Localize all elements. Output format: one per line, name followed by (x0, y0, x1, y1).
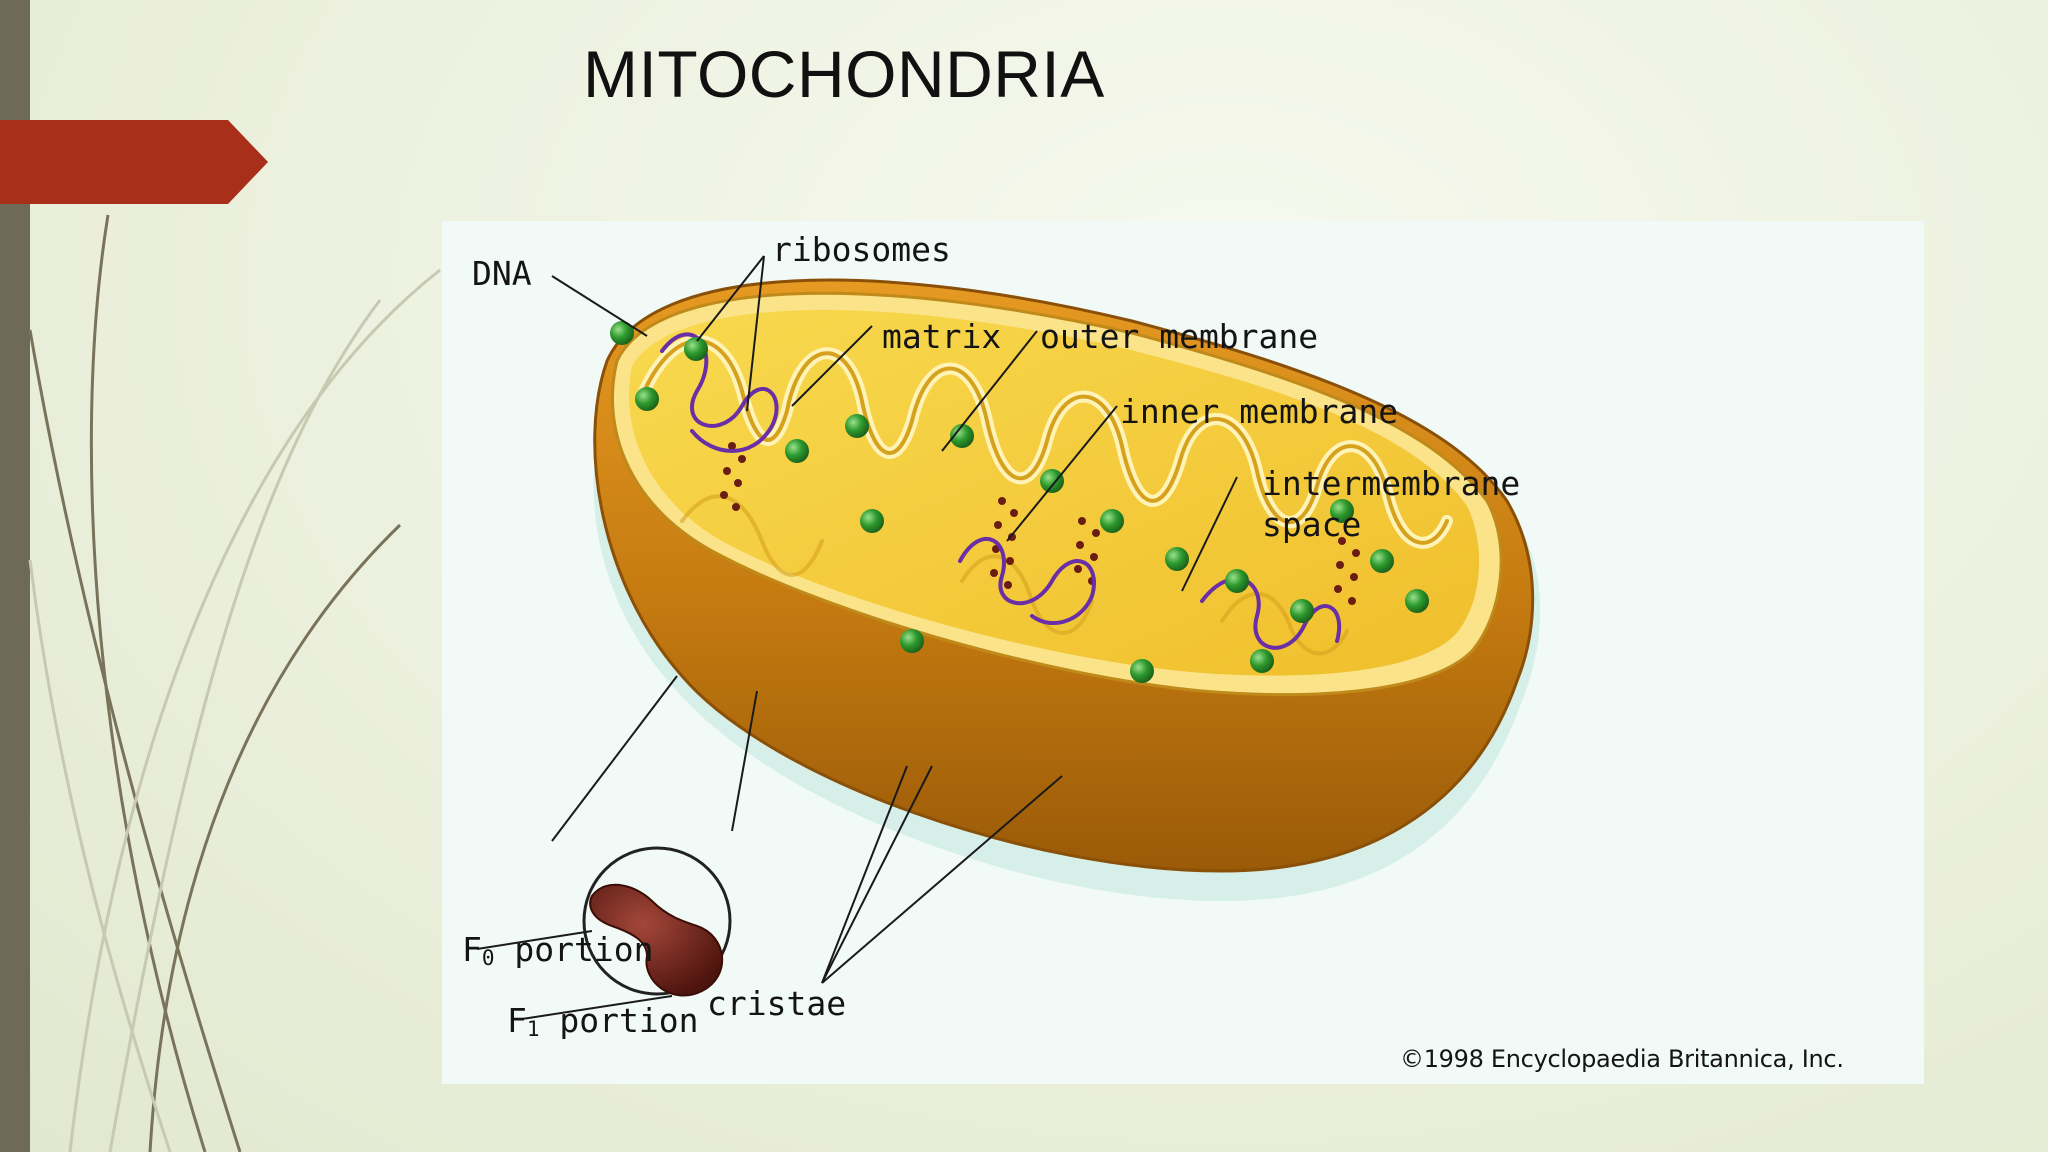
label-f0-portion: F0 portion (462, 933, 653, 969)
label-matrix: matrix (882, 317, 1002, 356)
label-intermembrane-space-line2: space (1262, 505, 1362, 544)
label-inner-membrane: inner membrane (1120, 392, 1399, 431)
f0-subscript: 0 (481, 946, 495, 970)
label-outer-membrane: outer membrane (1040, 317, 1319, 356)
label-intermembrane-space-line1: intermembrane (1262, 464, 1521, 503)
label-f1-portion: F1 portion (507, 1004, 698, 1040)
atp-synthase-inset (582, 846, 732, 996)
label-cristae: cristae (707, 984, 847, 1023)
label-ribosomes: ribosomes (772, 230, 951, 269)
page-title: MITOCHONDRIA (583, 37, 1105, 111)
copyright-notice: ©1998 Encyclopaedia Britannica, Inc. (1400, 1045, 1844, 1073)
label-dna: DNA (472, 254, 532, 293)
mitochondria-illustration (582, 278, 1541, 997)
decorative-curves (28, 214, 441, 1152)
f1-letter: F (507, 1001, 527, 1040)
f1-subscript: 1 (526, 1017, 540, 1041)
f0-word: portion (514, 930, 654, 969)
title-accent-arrow (0, 120, 268, 204)
mitochondria-diagram: DNA ribosomes matrix outer membrane inne… (442, 221, 1924, 1084)
f0-letter: F (462, 930, 482, 969)
f1-word: portion (559, 1001, 699, 1040)
leader-lines (476, 255, 1238, 1020)
